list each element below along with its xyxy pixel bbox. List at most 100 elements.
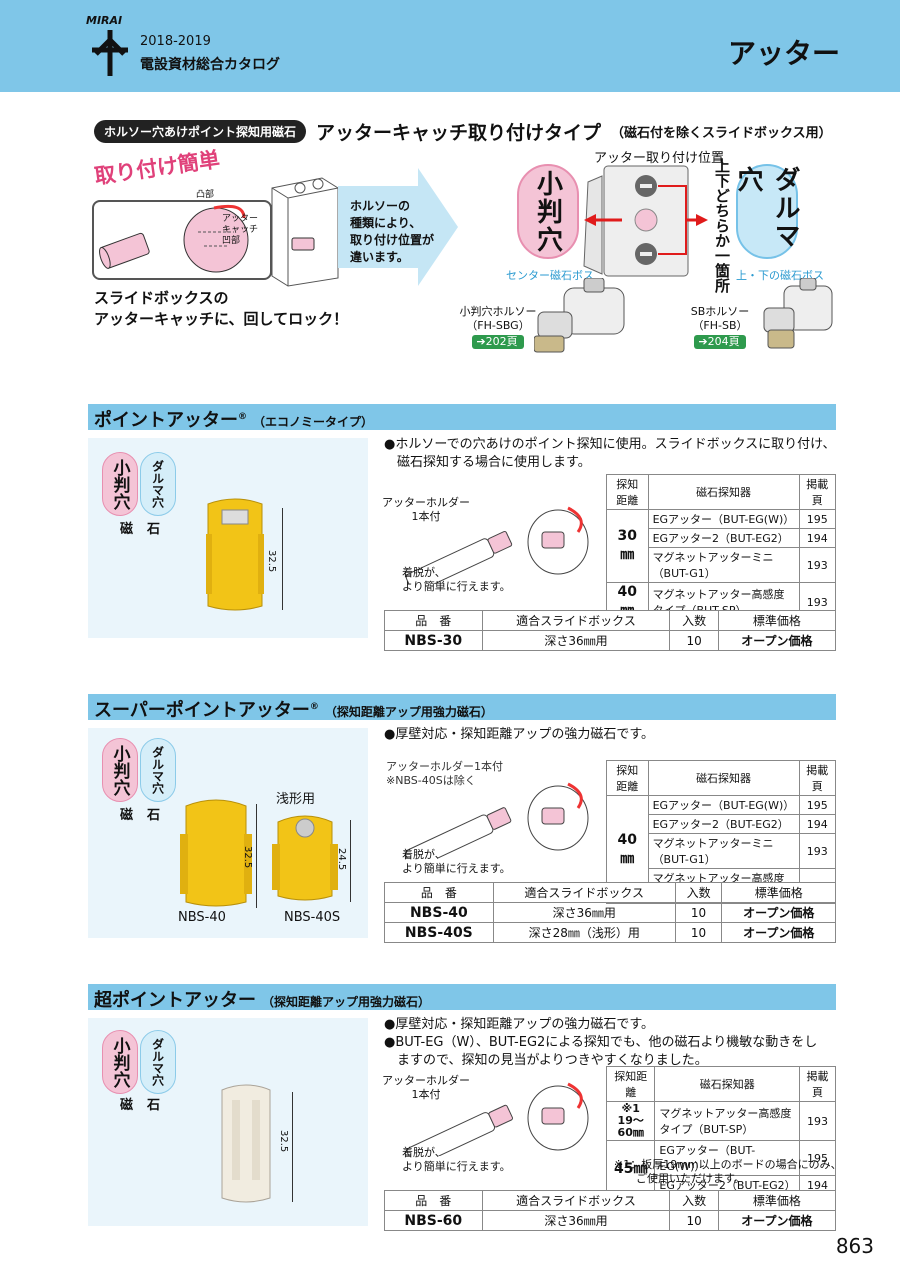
detector-name: EGアッター2（BUT-EG2） — [647, 528, 800, 548]
section3-subtitle: （探知距離アップ用強力磁石） — [262, 995, 431, 1009]
product-qty: 10 — [674, 922, 723, 943]
install-illustration — [92, 200, 272, 280]
section3-product-panel: 小判穴 ダルマ穴 磁石 32.5 — [88, 1018, 368, 1226]
product-header-box: 適合スライドボックス — [492, 882, 676, 903]
section1-easy-note: 着脱が、 より簡単に行えます。 — [402, 566, 511, 593]
section1-holder: アッターホルダー 1本付 — [382, 496, 470, 523]
section1-title: ポイントアッター — [94, 410, 238, 431]
box-back-icon — [583, 165, 708, 277]
product-box: 深さ36㎜用 — [492, 902, 676, 923]
product-qty: 10 — [669, 1210, 719, 1231]
intro-main-title: アッターキャッチ取り付けタイプ — [316, 122, 602, 144]
holsaw-note: ホルソーの 種類により、 取り付け位置が 違います。 — [350, 199, 435, 264]
section2-title: スーパーポイントアッター — [94, 700, 310, 721]
big-arrow-icon — [338, 168, 458, 286]
product-code: NBS-30 — [384, 630, 483, 651]
section1-magnet-label: 磁石 — [120, 522, 175, 537]
section3-title: 超ポイントアッター — [94, 990, 256, 1011]
section3-bullet1: ●厚壁対応・探知距離アップの強力磁石です。 — [384, 1017, 655, 1032]
detector-header-dist: 探知距離 — [605, 1066, 656, 1102]
detector-header-page: 掲載頁 — [798, 474, 837, 510]
small-hole-bubble: 小判穴 — [517, 164, 579, 259]
product-price: オープン価格 — [721, 902, 836, 923]
holsaw1-code: （FH-SBG） — [466, 319, 530, 332]
section3-magnet-label: 磁石 — [120, 1098, 175, 1113]
section2-easy-note: 着脱が、 より簡単に行えます。 — [402, 848, 511, 875]
product-box: 深さ28㎜（浅形）用 — [492, 922, 676, 943]
slide-box-icon — [271, 177, 339, 287]
detector-page: 195 — [798, 509, 837, 529]
section2-header: スーパーポイントアッター® （探知距離アップ用強力磁石） — [88, 694, 836, 721]
section2-reg: ® — [309, 702, 319, 712]
mirai-logo-icon — [92, 30, 128, 76]
detector-name: EGアッター（BUT-EG(W)） — [647, 795, 800, 815]
product-qty: 10 — [669, 630, 719, 651]
section2-badge-small-text: 小判穴 — [109, 744, 130, 796]
detector-header-page: 掲載頁 — [799, 1066, 836, 1102]
holsaw2-page: 204頁 — [707, 335, 740, 348]
product-header-qty: 入数 — [669, 1190, 719, 1211]
holsaw2-name: SBホルソー — [690, 305, 750, 318]
holsaw2-page-link[interactable]: ➔204頁 — [694, 335, 746, 349]
detector-page: 193 — [798, 547, 837, 583]
product-header-box: 適合スライドボックス — [481, 610, 671, 631]
detector-page: 193 — [798, 833, 837, 869]
shallow-label: 浅形用 — [276, 792, 316, 807]
nbs40s-label: NBS-40S — [284, 910, 341, 925]
callout-convex: 凸部 — [196, 190, 215, 200]
holsaw2-block: SBホルソー （FH-SB） ➔204頁 — [680, 305, 760, 349]
small-hole-caption: センター磁石ボス — [506, 269, 594, 282]
roll-lock-text: スライドボックスの アッターキャッチに、回してロック！ — [94, 289, 349, 328]
detector-name: EGアッター2（BUT-EG2） — [647, 814, 800, 834]
nbs40-dim: 32.5 — [242, 846, 253, 869]
product-header-qty: 入数 — [669, 610, 719, 631]
section1-reg: ® — [238, 412, 247, 422]
product-header-price: 標準価格 — [717, 1190, 837, 1211]
holsaw1-block: 小判穴ホルソー （FH-SBG） ➔202頁 — [448, 305, 548, 349]
section2-product-panel: 小判穴 ダルマ穴 磁石 浅形用 32.5 24.5 NBS-40 NBS-40S — [88, 728, 368, 938]
detector-name: マグネットアッターミニ（BUT-G1） — [647, 833, 800, 869]
page-title: アッター — [727, 37, 840, 70]
callout-catch: アッター キャッチ 凹部 — [222, 214, 259, 246]
detector-page: 195 — [798, 795, 837, 815]
section3-dim: 32.5 — [278, 1130, 289, 1153]
small-hole-label: 小判穴 — [532, 169, 563, 254]
section3-badge-small-text: 小判穴 — [109, 1036, 130, 1088]
section2-magnet-label: 磁石 — [120, 808, 175, 823]
detector-header-name: 磁石探知器 — [654, 1066, 801, 1102]
small-holsaw-icon — [534, 278, 625, 353]
product-price: オープン価格 — [721, 922, 836, 943]
product-code: NBS-60 — [384, 1210, 483, 1231]
product-header-qty: 入数 — [674, 882, 723, 903]
section2-badge-small: 小判穴 — [102, 738, 138, 802]
product-header-code: 品 番 — [384, 882, 494, 903]
detector-dist: 45㎜ — [605, 1140, 656, 1195]
nbs40s-dim: 24.5 — [336, 848, 347, 871]
section3-badge-small: 小判穴 — [102, 1030, 138, 1094]
holsaw1-page-link[interactable]: ➔202頁 — [472, 335, 524, 349]
holsaw1-name: 小判穴ホルソー — [459, 305, 537, 318]
intro-title-row: ホルソー穴あけポイント探知用磁石 アッターキャッチ取り付けタイプ （磁石付を除く… — [94, 118, 832, 145]
section2-subtitle: （探知距離アップ用強力磁石） — [324, 705, 493, 719]
detector-page: 194 — [798, 528, 837, 548]
position-title: アッター取り付け位置 — [594, 151, 725, 166]
section2-holder-icon — [404, 782, 589, 858]
section2-badge-daruma-text: ダルマ穴 — [150, 746, 165, 794]
product-header-price: 標準価格 — [717, 610, 837, 631]
section2-badge-daruma: ダルマ穴 — [140, 738, 176, 802]
section3-footnote: ※1：板厚19mm以上のボードの場合にのみ、 ご使用いただけます。 — [614, 1158, 842, 1185]
section1-badge-daruma-text: ダルマ穴 — [150, 460, 165, 508]
holsaw2-code: （FH-SB） — [692, 319, 748, 332]
section3-badge-daruma: ダルマ穴 — [140, 1030, 176, 1094]
nbs40-label: NBS-40 — [178, 910, 226, 925]
easy-install-label: 取り付け簡単 — [93, 147, 222, 189]
header-band: MIRAI 2018-2019 電設資材総合カタログ アッター — [0, 0, 900, 92]
section3-holder-icon — [406, 1082, 589, 1156]
section3-holder: アッターホルダー 1本付 — [382, 1074, 470, 1101]
section1-product-panel: 小判穴 ダルマ穴 磁石 32.5 — [88, 438, 368, 638]
section1-badge-small: 小判穴 — [102, 452, 138, 516]
